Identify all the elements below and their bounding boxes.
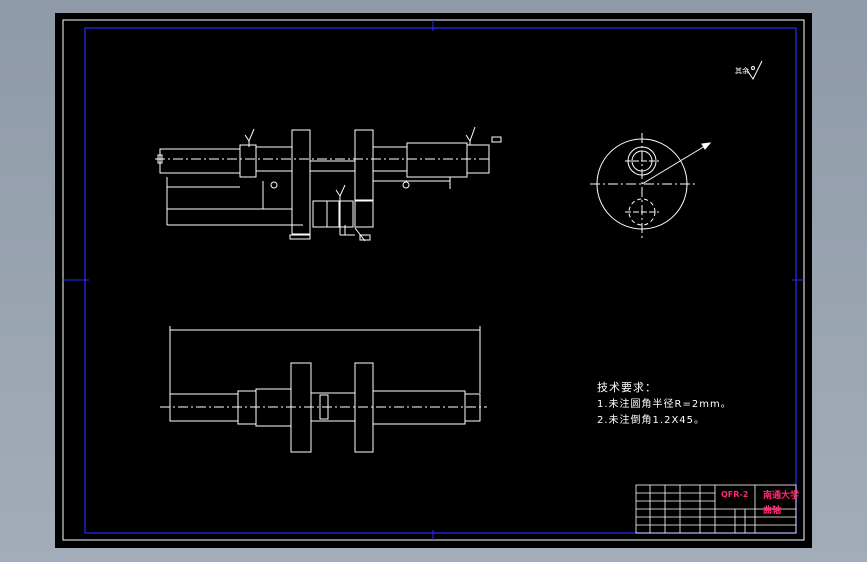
side-view bbox=[590, 133, 712, 238]
datum-box-left bbox=[289, 234, 311, 240]
right-crank-web bbox=[354, 129, 374, 201]
bottom-right-end bbox=[464, 393, 481, 422]
bottom-view bbox=[160, 326, 487, 453]
radius-leader bbox=[641, 142, 711, 185]
drawing-number: QFR-2 bbox=[721, 490, 749, 499]
datum-box-right bbox=[359, 234, 371, 241]
drawing-sheet: 其余 技术要求： 1.未注圆角半径R=2mm。 2.未注倒角1.2X45。 QF… bbox=[55, 13, 812, 548]
tech-requirements-heading: 技术要求： bbox=[597, 381, 657, 394]
right-web-lower bbox=[354, 200, 374, 228]
inner-frame bbox=[84, 27, 797, 534]
front-view bbox=[155, 126, 502, 242]
right-shaft-step bbox=[406, 142, 468, 178]
left-shaft-end bbox=[159, 148, 241, 174]
right-shaft-end bbox=[466, 144, 490, 174]
crank-pin-lower bbox=[312, 200, 354, 228]
cad-drawing bbox=[62, 19, 805, 541]
roughness-note-label: 其余 bbox=[735, 67, 749, 75]
left-journal bbox=[255, 146, 293, 172]
left-crank-web bbox=[291, 129, 311, 235]
left-shaft-step bbox=[239, 144, 257, 178]
outer-border bbox=[62, 19, 805, 541]
part-name: 曲轴 bbox=[763, 506, 782, 516]
tech-requirement-item-2: 2.未注倒角1.2X45。 bbox=[597, 415, 706, 426]
crank-pin bbox=[309, 160, 356, 172]
organization-name: 南通大学 bbox=[763, 491, 800, 501]
tech-requirement-item-1: 1.未注圆角半径R=2mm。 bbox=[597, 399, 732, 410]
surface-roughness-icon bbox=[746, 60, 763, 80]
title-block bbox=[635, 484, 797, 534]
